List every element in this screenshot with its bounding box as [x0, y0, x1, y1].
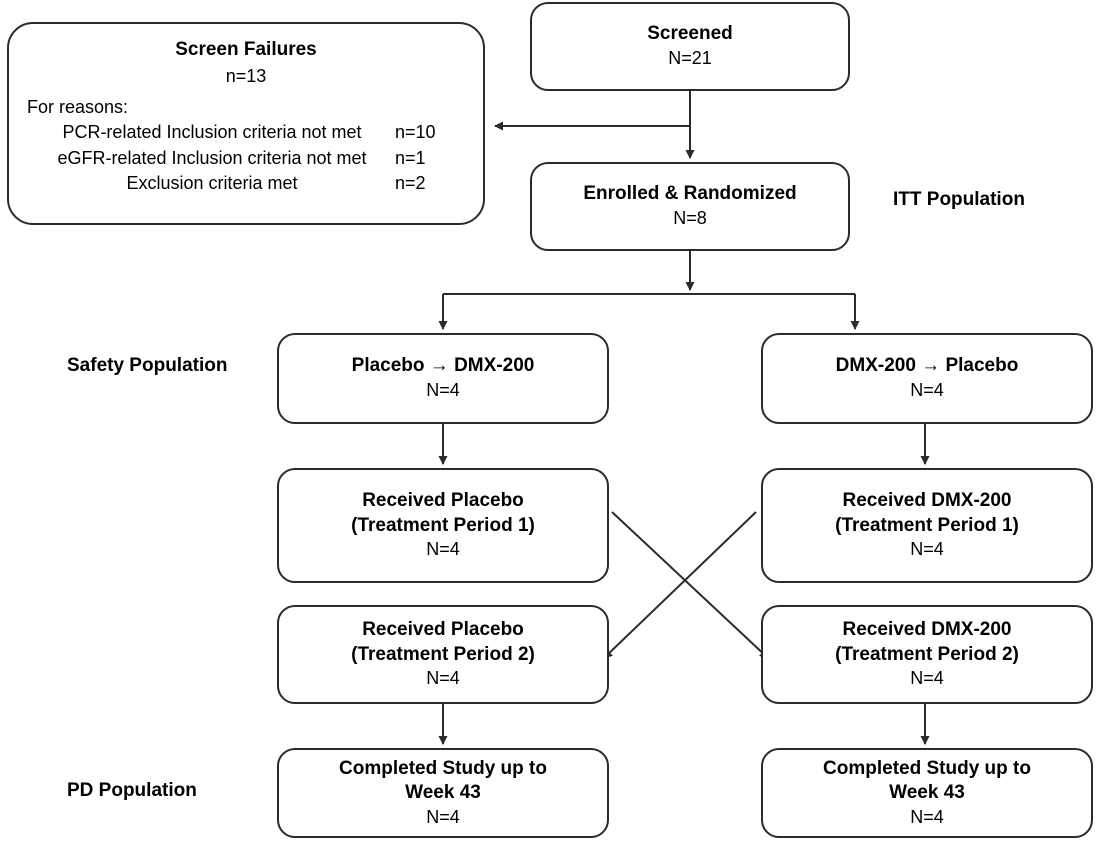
right-p2-line2: (Treatment Period 2) — [835, 643, 1019, 665]
node-screened[interactable]: Screened N=21 — [530, 2, 850, 91]
left-complete-line2: Week 43 — [405, 782, 481, 804]
reason-text: Exclusion criteria met — [126, 173, 298, 194]
screened-title: Screened — [647, 23, 733, 45]
screen-failures-count: n=13 — [225, 65, 267, 86]
right-complete-line1: Completed Study up to — [823, 757, 1031, 779]
right-p2-line1: Received DMX-200 — [842, 619, 1012, 641]
node-arm-dmx200-to-placebo[interactable]: DMX-200 → Placebo N=4 — [761, 333, 1093, 424]
arm-right-title: DMX-200 → Placebo — [835, 355, 1019, 377]
node-received-dmx200-period-1[interactable]: Received DMX-200 (Treatment Period 1) N=… — [761, 468, 1093, 583]
left-p1-line1: Received Placebo — [362, 490, 524, 512]
right-p1-count: N=4 — [910, 539, 944, 560]
label-itt-population: ITT Population — [893, 189, 1025, 210]
label-pd-population: PD Population — [67, 780, 197, 801]
reason-count: n=1 — [395, 147, 426, 168]
arm-left-title: Placebo → DMX-200 — [351, 355, 535, 377]
node-completed-study-right[interactable]: Completed Study up to Week 43 N=4 — [761, 748, 1093, 838]
enrolled-count: N=8 — [673, 208, 707, 229]
table-row: eGFR-related Inclusion criteria not met … — [27, 146, 465, 171]
connector-crossover-right-to-left — [603, 511, 757, 659]
left-p2-line2: (Treatment Period 2) — [351, 643, 535, 665]
left-p2-line1: Received Placebo — [362, 619, 524, 641]
left-p1-line2: (Treatment Period 1) — [351, 514, 535, 536]
node-arm-placebo-to-dmx200[interactable]: Placebo → DMX-200 N=4 — [277, 333, 609, 424]
reason-count: n=10 — [395, 122, 436, 143]
enrolled-title: Enrolled & Randomized — [583, 183, 797, 205]
node-completed-study-left[interactable]: Completed Study up to Week 43 N=4 — [277, 748, 609, 838]
node-received-dmx200-period-2[interactable]: Received DMX-200 (Treatment Period 2) N=… — [761, 605, 1093, 704]
right-p2-count: N=4 — [910, 668, 944, 689]
reason-text: PCR-related Inclusion criteria not met — [62, 122, 362, 143]
left-complete-count: N=4 — [426, 806, 460, 827]
right-p1-line2: (Treatment Period 1) — [835, 514, 1019, 536]
arm-right-count: N=4 — [910, 380, 944, 401]
reason-text: eGFR-related Inclusion criteria not met — [57, 147, 367, 168]
reason-count: n=2 — [395, 173, 426, 194]
table-row: PCR-related Inclusion criteria not met n… — [27, 120, 465, 145]
node-enrolled-randomized[interactable]: Enrolled & Randomized N=8 — [530, 162, 850, 251]
right-complete-count: N=4 — [910, 806, 944, 827]
screened-count: N=21 — [668, 48, 712, 69]
arm-left-count: N=4 — [426, 380, 460, 401]
node-received-placebo-period-1[interactable]: Received Placebo (Treatment Period 1) N=… — [277, 468, 609, 583]
left-p2-count: N=4 — [426, 668, 460, 689]
node-screen-failures[interactable]: Screen Failures n=13 For reasons: PCR-re… — [7, 22, 485, 225]
right-p1-line1: Received DMX-200 — [842, 490, 1012, 512]
screen-failures-reasons-table: PCR-related Inclusion criteria not met n… — [27, 120, 465, 196]
screen-failures-reasons-title: For reasons: — [27, 97, 129, 118]
table-row: Exclusion criteria met n=2 — [27, 171, 465, 196]
node-received-placebo-period-2[interactable]: Received Placebo (Treatment Period 2) N=… — [277, 605, 609, 704]
connector-crossover-left-to-right — [611, 511, 769, 659]
left-complete-line1: Completed Study up to — [339, 757, 547, 779]
screen-failures-title: Screen Failures — [175, 39, 317, 60]
left-p1-count: N=4 — [426, 539, 460, 560]
right-complete-line2: Week 43 — [889, 782, 965, 804]
label-safety-population: Safety Population — [67, 355, 228, 376]
